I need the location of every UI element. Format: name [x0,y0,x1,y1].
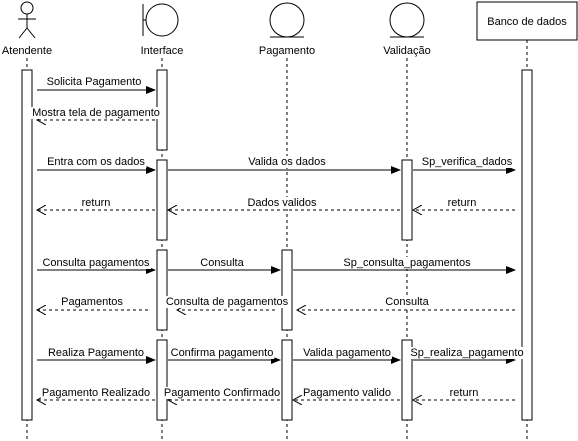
activation-bar-validacao [401,159,413,241]
message-label-background [162,387,282,399]
message-label-background [448,387,480,399]
message-label: Pagamento valido [303,387,391,399]
message-label: Valida os dados [248,156,326,168]
activation-bars [21,69,533,421]
participant-atendente: Atendente [2,1,52,57]
message-label-background [164,296,290,308]
participant-box [476,1,578,41]
activation-bar-pagamento [281,339,293,421]
message-label-background [301,387,393,399]
message-label: Pagamento Confirmado [164,387,280,399]
message-label-background [31,107,161,119]
message-label-background [41,257,152,269]
message-label: Valida pagamento [303,347,391,359]
message-label: Realiza Pagamento [48,347,144,359]
activation-bar-banco [521,69,533,421]
participant-validacao: Validação [383,2,431,57]
message-label: return [450,387,479,399]
message-label: Confirma pagamento [171,347,274,359]
message-label: Consulta [385,296,429,308]
message-label: Consulta pagamentos [42,257,150,269]
message-label: Sp_verifica_dados [422,156,513,168]
message-label: Pagamentos [61,296,123,308]
message-label-background [60,296,125,308]
message-label-background [246,197,319,209]
entity-icon [269,2,305,38]
entity-icon [389,2,425,38]
message-label-background [409,347,525,359]
activation-bar-atendente [21,69,33,421]
message-label-background [342,257,473,269]
actor-icon [18,1,36,39]
message-label-background [40,387,152,399]
message-label-background [302,347,392,359]
message-label: Mostra tela de pagamento [32,107,160,119]
message-label-background [199,257,246,269]
boundary-icon [142,3,179,37]
message-label-background [446,197,478,209]
participant-label: Validação [383,45,431,57]
message-label: Consulta [200,257,244,269]
message-label: Consulta de pagamentos [166,296,289,308]
participant-banco: Banco de dados [476,1,578,41]
message-arrows [37,86,516,400]
lifelines [26,40,528,441]
message-label-background [384,296,431,308]
activation-bar-validacao [401,339,413,421]
activation-bar-interface [156,159,168,241]
message-label-background [80,197,112,209]
activation-bar-interface [156,249,168,331]
message-label: return [82,197,111,209]
message-label: Entra com os dados [47,156,145,168]
message-label-background [169,347,275,359]
message-label-background [420,156,514,168]
activation-bar-pagamento [281,249,293,331]
message-label: return [448,197,477,209]
message-label-background [46,156,147,168]
message-label: Sp_consulta_pagamentos [343,257,471,269]
participant-label: Atendente [2,45,52,57]
message-label-background [45,76,143,88]
message-label: Sp_realiza_pagamento [410,347,523,359]
message-label-background [247,156,328,168]
participant-pagamento: Pagamento [259,2,315,57]
message-label: Dados validos [247,197,317,209]
message-labels: Solicita Pagamento Mostra tela de pagame… [31,76,525,399]
message-label: Solicita Pagamento [47,76,142,88]
participant-interface: Interface [141,3,184,57]
participant-label: Banco de dados [487,16,567,28]
participant-label: Pagamento [259,45,315,57]
message-label-background [46,347,146,359]
message-label: Pagamento Realizado [42,387,150,399]
activation-bar-interface [156,339,168,421]
participant-label: Interface [141,45,184,57]
